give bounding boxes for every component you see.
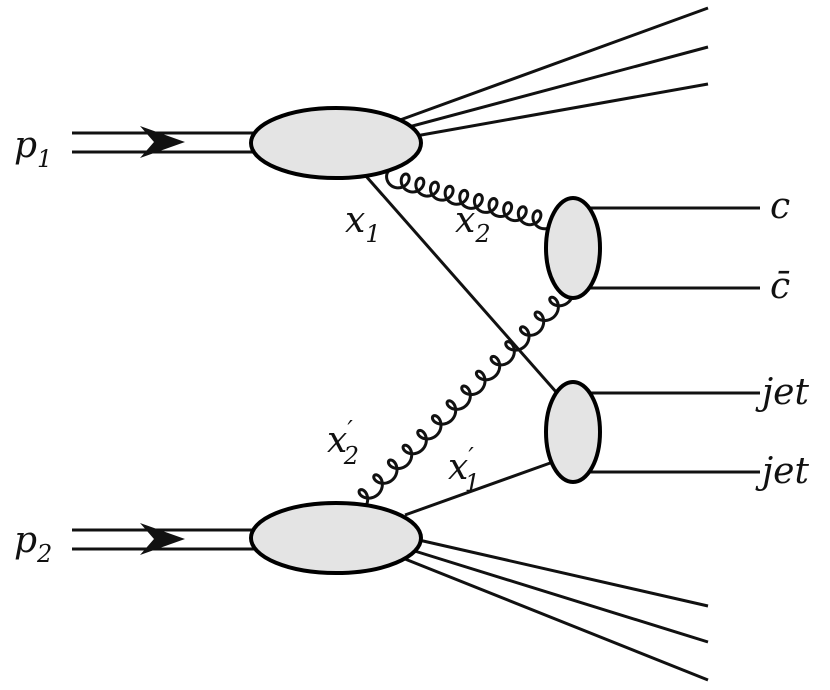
proton-2-line bbox=[72, 523, 255, 555]
label-cbar: c̄ bbox=[770, 266, 790, 307]
proton-1-remnants bbox=[399, 6, 709, 139]
label-x2: x2 bbox=[455, 200, 491, 248]
label-x1prime: x′1 bbox=[448, 443, 480, 497]
label-p1: p1 bbox=[14, 125, 52, 173]
label-c: c bbox=[770, 186, 790, 227]
ccbar-vertex-blob bbox=[544, 196, 602, 300]
proton-1-line bbox=[72, 126, 255, 158]
label-x2prime: x′2 bbox=[327, 416, 359, 470]
label-jet-bottom: jet bbox=[755, 451, 809, 492]
label-p2: p2 bbox=[14, 520, 52, 568]
parton-x1-line bbox=[363, 174, 559, 394]
proton-1-blob bbox=[249, 106, 423, 180]
label-jet-top: jet bbox=[755, 372, 809, 413]
label-x1: x1 bbox=[345, 200, 381, 248]
gluon-x2 bbox=[385, 168, 558, 231]
proton-2-remnants bbox=[399, 536, 709, 682]
proton-2-blob bbox=[249, 501, 423, 575]
arrow-icon bbox=[140, 523, 185, 555]
arrow-icon bbox=[140, 126, 185, 158]
gluon-x2prime bbox=[342, 280, 575, 515]
dijet-vertex-blob bbox=[544, 380, 602, 484]
parton-x1prime-line bbox=[404, 460, 554, 517]
